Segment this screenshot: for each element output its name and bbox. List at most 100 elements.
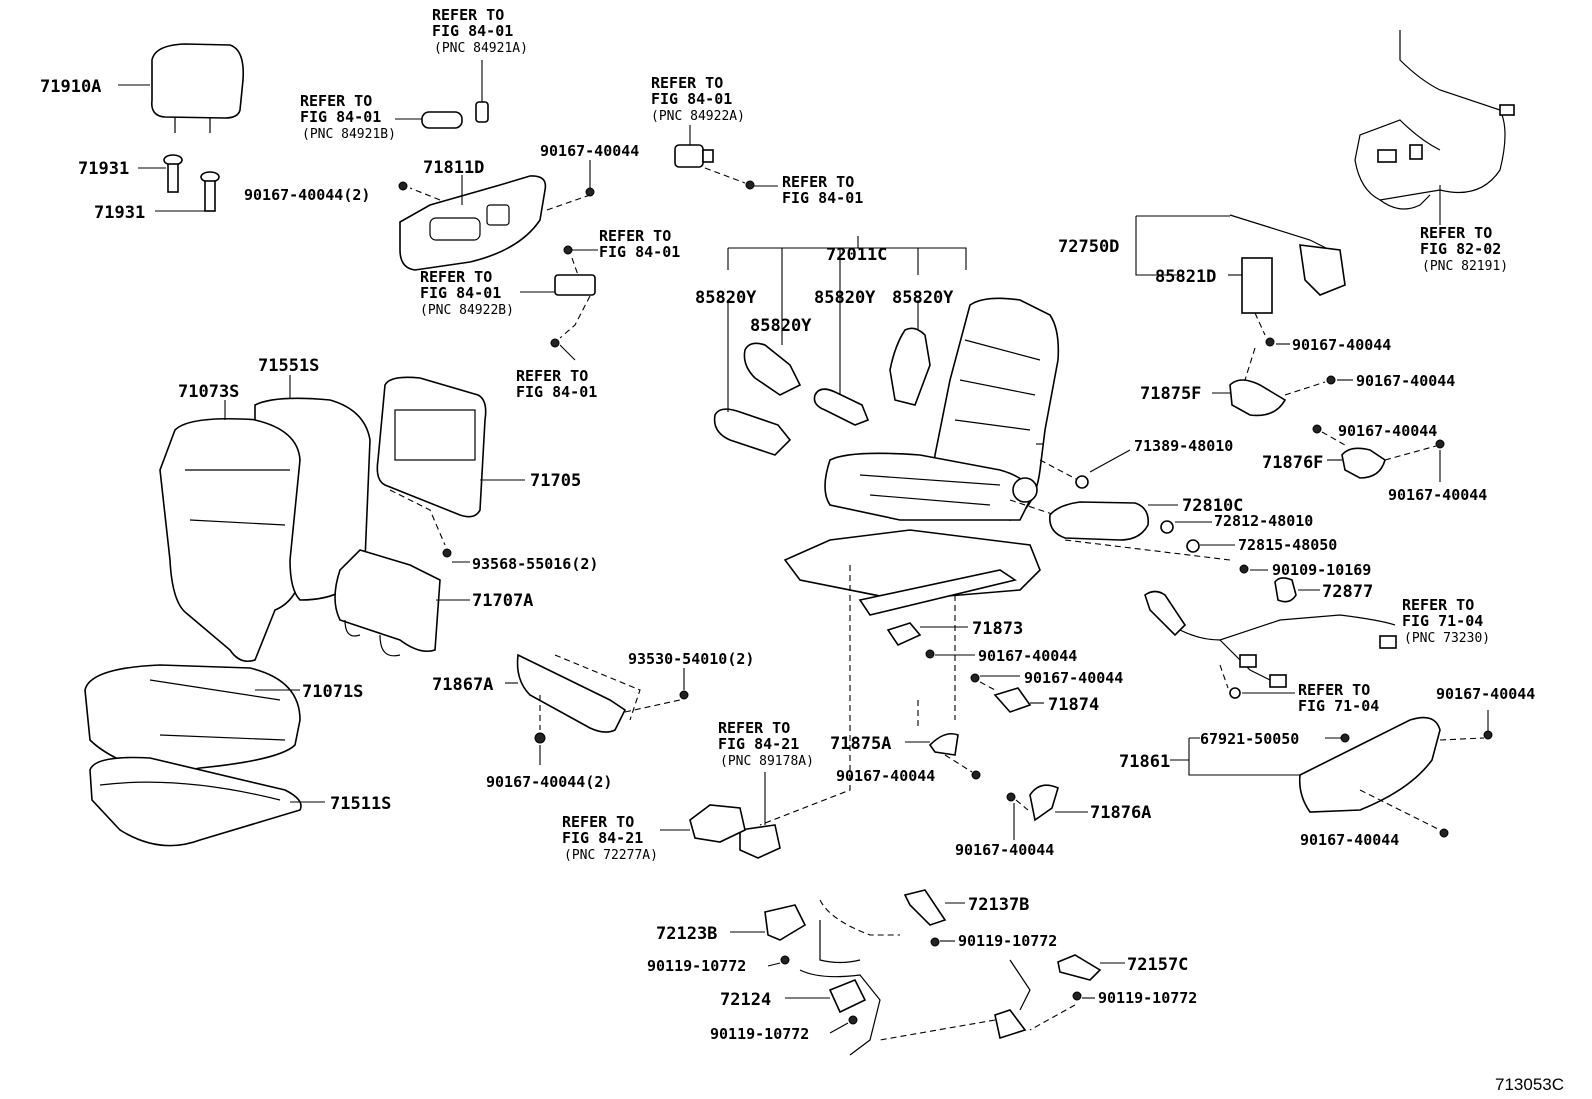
switch-84922b[interactable]: [554, 245, 596, 296]
label-90167-r6: 90167-40044: [1300, 831, 1399, 849]
label-93568: 93568-55016(2): [472, 555, 598, 573]
label-90119-a: 90119-10772: [958, 932, 1057, 950]
motor-85820y-a[interactable]: [713, 408, 792, 456]
bracket-71874[interactable]: [993, 687, 1032, 713]
ref-84921a-line3: (PNC 84921A): [434, 41, 528, 56]
motor-85820y-b[interactable]: [743, 342, 802, 396]
label-71705: 71705: [530, 471, 581, 491]
label-71551s: 71551S: [258, 356, 319, 376]
ref-82191-line1: REFER TO: [1420, 224, 1492, 242]
label-90167-r2: 90167-40044: [1356, 372, 1455, 390]
bracket-72137b[interactable]: [903, 889, 947, 926]
wire-harness-82191[interactable]: [1354, 30, 1515, 210]
label-90167-m3: 90167-40044: [836, 767, 935, 785]
ref-84922b-line2: FIG 84-01: [420, 284, 501, 302]
label-71875a: 71875A: [830, 734, 891, 754]
sensor-72277a[interactable]: [689, 804, 746, 843]
side-shield-71861[interactable]: [1298, 716, 1441, 813]
ref-73230-line3: (PNC 73230): [1404, 631, 1490, 646]
cover-71875a[interactable]: [928, 732, 959, 756]
label-85820y-c: 85820Y: [892, 288, 954, 308]
label-72812: 72812-48010: [1214, 512, 1313, 530]
guide-71931-b[interactable]: [200, 171, 220, 212]
label-71071s: 71071S: [302, 682, 363, 702]
seatback-cover-71073s[interactable]: [159, 417, 306, 663]
seat-frame-72011c[interactable]: [783, 297, 1060, 616]
label-71073s: 71073S: [178, 382, 239, 402]
ref-84921b-line2: FIG 84-01: [300, 108, 381, 126]
ref-8401-a-line1: REFER TO: [782, 173, 854, 191]
label-71707a: 71707A: [472, 591, 533, 611]
cover-71876f[interactable]: [1341, 447, 1386, 479]
label-90119-c: 90119-10772: [647, 957, 746, 975]
track-cover-71867a[interactable]: [516, 653, 627, 733]
label-90119-d: 90119-10772: [710, 1025, 809, 1043]
cap-72877[interactable]: [1274, 577, 1297, 603]
adjuster-72750d[interactable]: [1229, 214, 1346, 296]
ref-89178a-line1: REFER TO: [718, 719, 790, 737]
label-72011c: 72011C: [826, 245, 887, 265]
bracket-72124[interactable]: [828, 978, 867, 1014]
bracket-72123b[interactable]: [764, 904, 807, 941]
back-board-71707a[interactable]: [334, 549, 441, 657]
cover-71876a[interactable]: [1029, 784, 1059, 822]
motor-85820y-c[interactable]: [813, 388, 870, 426]
ref-84921a-line2: FIG 84-01: [432, 22, 513, 40]
label-90167-r4: 90167-40044: [1388, 486, 1487, 504]
ref-84921b-line3: (PNC 84921B): [302, 127, 396, 142]
label-72750d: 72750D: [1058, 237, 1119, 257]
ref-8401-b-line1: REFER TO: [599, 227, 671, 245]
motor-85820y-d[interactable]: [889, 327, 931, 406]
ref-8401-c-line2: FIG 84-01: [516, 383, 597, 401]
label-71931-a: 71931: [78, 159, 129, 179]
label-71875f: 71875F: [1140, 384, 1201, 404]
ref-89178a-line2: FIG 84-21: [718, 735, 799, 753]
label-90109: 90109-10169: [1272, 561, 1371, 579]
diagram-id: 713053C: [1495, 1075, 1564, 1094]
headrest-71910a[interactable]: [150, 43, 245, 133]
label-90167-r3: 90167-40044: [1338, 422, 1437, 440]
sensor-89178a[interactable]: [739, 824, 781, 859]
label-90167-top: 90167-40044: [540, 142, 639, 160]
cushion-pad-71511s[interactable]: [89, 756, 302, 847]
label-85820y-a: 85820Y: [695, 288, 757, 308]
ref-82191-line3: (PNC 82191): [1422, 259, 1508, 274]
label-72137b: 72137B: [968, 895, 1029, 915]
label-90167-m4: 90167-40044: [955, 841, 1054, 859]
label-85820y-d: 85820Y: [750, 316, 812, 336]
label-90167-m1: 90167-40044: [978, 647, 1077, 665]
ref-84922b-line1: REFER TO: [420, 268, 492, 286]
label-71874: 71874: [1048, 695, 1099, 715]
seatbelt-buckle-73230[interactable]: [1144, 590, 1397, 688]
switch-84921a[interactable]: [475, 101, 489, 123]
bracket-71873[interactable]: [886, 622, 922, 647]
label-90167-2-bot: 90167-40044(2): [486, 773, 612, 791]
cover-71875f[interactable]: [1229, 379, 1287, 417]
bracket-72157c[interactable]: [1057, 954, 1102, 981]
label-72815: 72815-48050: [1238, 536, 1337, 554]
guide-71931-a[interactable]: [163, 154, 183, 193]
label-71861: 71861: [1119, 752, 1170, 772]
switch-84922a[interactable]: [674, 144, 714, 168]
label-90167-r1: 90167-40044: [1292, 336, 1391, 354]
label-71389: 71389-48010: [1134, 437, 1233, 455]
label-71811d: 71811D: [423, 158, 484, 178]
ref-72277a-line1: REFER TO: [562, 813, 634, 831]
seatback-frame-board-71705[interactable]: [376, 376, 487, 518]
label-71876f: 71876F: [1262, 453, 1323, 473]
ref-89178a-line3: (PNC 89178A): [720, 754, 814, 769]
ref-84922a-line2: FIG 84-01: [651, 90, 732, 108]
label-85821d: 85821D: [1155, 267, 1216, 287]
armrest-72810c[interactable]: [1048, 501, 1150, 541]
label-72124: 72124: [720, 990, 771, 1010]
label-71876a: 71876A: [1090, 803, 1151, 823]
label-90167-r5: 90167-40044: [1436, 685, 1535, 703]
side-cover-71811d[interactable]: [399, 175, 547, 271]
switch-84921b[interactable]: [421, 111, 463, 129]
label-90167-2-top: 90167-40044(2): [244, 186, 370, 204]
label-90167-m2: 90167-40044: [1024, 669, 1123, 687]
label-71867a: 71867A: [432, 675, 493, 695]
ecu-85821d[interactable]: [1241, 257, 1273, 314]
ref-8401-a-line2: FIG 84-01: [782, 189, 863, 207]
